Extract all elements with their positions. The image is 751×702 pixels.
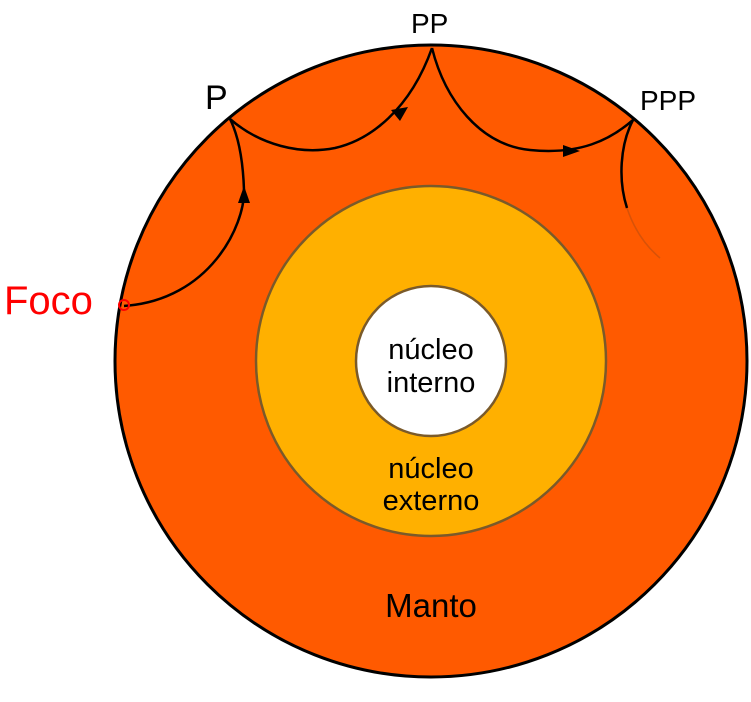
arrow-right-icon bbox=[563, 145, 580, 157]
foco-marker bbox=[118, 299, 130, 311]
arrow-right-icon bbox=[391, 107, 408, 121]
label-mantle: Manto bbox=[385, 587, 477, 624]
label-outer-core-1: núcleo bbox=[388, 453, 473, 485]
label-outer-core-2: externo bbox=[383, 485, 480, 517]
arrow-up-icon bbox=[238, 186, 250, 203]
ray-ppp-fade bbox=[626, 207, 661, 259]
label-pp: PP bbox=[411, 8, 448, 39]
ray-p-to-pp bbox=[229, 47, 434, 152]
inner-core-layer bbox=[354, 284, 508, 438]
label-p: P bbox=[205, 79, 228, 117]
seismic-rays bbox=[123, 47, 635, 308]
label-inner-core-2: interno bbox=[387, 367, 476, 399]
label-foco: Foco bbox=[4, 279, 93, 323]
label-inner-core-1: núcleo bbox=[388, 334, 473, 366]
label-ppp: PPP bbox=[640, 85, 696, 116]
ray-ppp-down bbox=[620, 119, 635, 209]
ray-pp-to-ppp bbox=[430, 47, 634, 153]
ray-foco-to-p bbox=[123, 118, 246, 308]
